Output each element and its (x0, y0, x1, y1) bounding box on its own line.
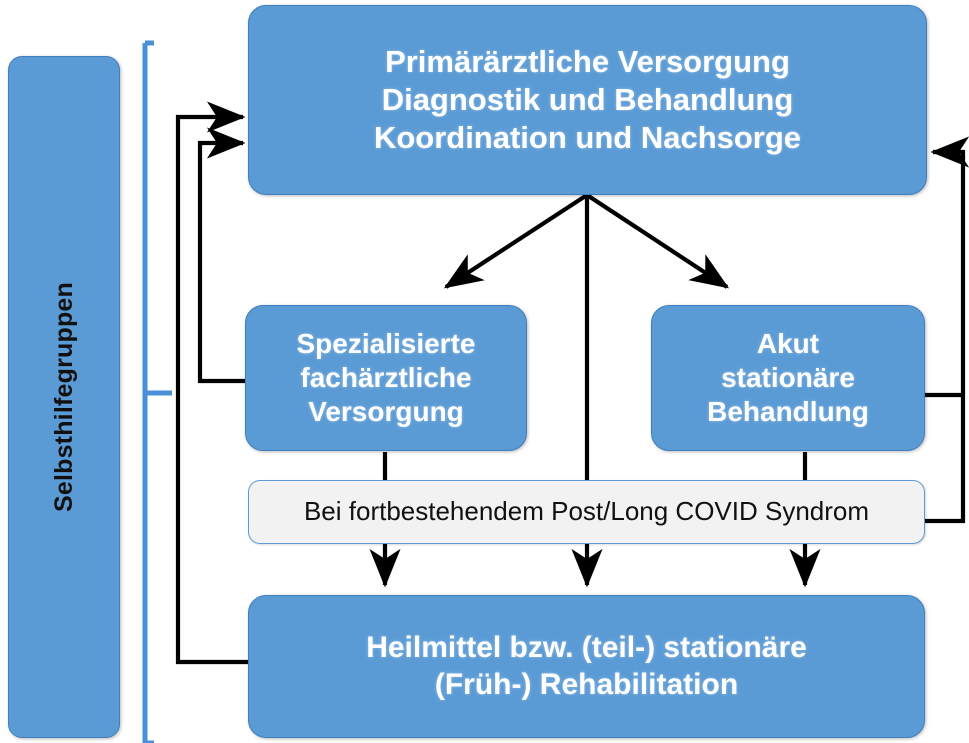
node-primaerversorgung-label: Primärärztliche Versorgung Diagnostik un… (373, 44, 802, 155)
node-spezialisierte-versorgung-label: Spezialisierte fachärztliche Versorgung (296, 327, 476, 428)
selbsthilfegruppen-bracket (142, 40, 172, 743)
node-akut-stationaere-behandlung-label: Akut stationäre Behandlung (707, 327, 869, 428)
edge-specialist-to-primary (197, 127, 246, 384)
node-akut-stationaere-behandlung: Akut stationäre Behandlung (651, 305, 925, 451)
node-bedingung-post-long-covid: Bei fortbestehendem Post/Long COVID Synd… (248, 480, 925, 544)
node-primaerversorgung: Primärärztliche Versorgung Diagnostik un… (248, 5, 927, 195)
node-bedingung-post-long-covid-label: Bei fortbestehendem Post/Long COVID Synd… (303, 496, 870, 527)
edge-rehab-to-primary (175, 101, 248, 665)
node-selbsthilfegruppen: Selbsthilfegruppen (8, 56, 120, 738)
node-heilmittel-rehabilitation-label: Heilmittel bzw. (teil-) stationäre (Früh… (366, 630, 807, 701)
node-spezialisierte-versorgung: Spezialisierte fachärztliche Versorgung (245, 305, 527, 451)
node-selbsthilfegruppen-label: Selbsthilfegruppen (49, 281, 78, 512)
node-heilmittel-rehabilitation: Heilmittel bzw. (teil-) stationäre (Früh… (248, 595, 925, 738)
edge-primary-to-specialist (443, 193, 589, 289)
edge-condition-to-primary (925, 136, 969, 524)
edge-primary-to-acute (585, 193, 730, 289)
